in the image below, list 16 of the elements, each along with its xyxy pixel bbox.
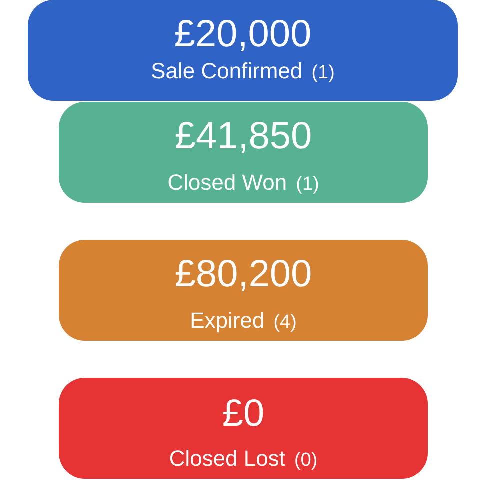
stage-card [59, 102, 428, 203]
stage-label: Expired [192, 312, 264, 333]
count-label: (1) [297, 176, 318, 194]
stage-card [59, 240, 428, 341]
stage-label: Closed Won [168, 174, 286, 190]
amount: £20,000 [175, 20, 310, 52]
stage-card [59, 378, 428, 479]
count-label: (4) [274, 314, 296, 332]
count-label: (0) [296, 452, 317, 470]
stage-card [28, 0, 458, 101]
amount: £41,850 [176, 122, 311, 154]
count-label: (1) [312, 64, 334, 82]
stage-label: Sale Confirmed [152, 62, 302, 79]
stage-label: Closed Lost [170, 450, 286, 466]
amount: £0 [223, 399, 264, 426]
amount: £80,200 [176, 260, 311, 292]
